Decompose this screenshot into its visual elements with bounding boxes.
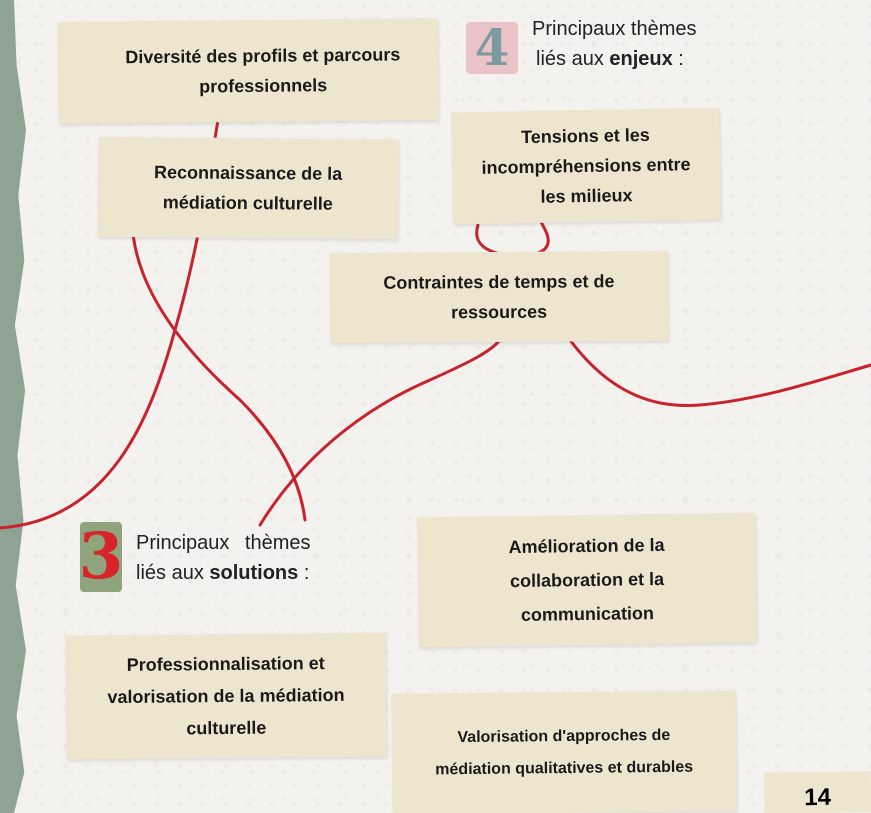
- enjeux-item-contraintes: Contraintes de temps et de ressources: [329, 250, 669, 344]
- enjeux-number: 4: [474, 18, 510, 77]
- enjeux-number-badge: 4: [466, 22, 518, 74]
- page-number-label: 14: [803, 783, 832, 812]
- enjeux-item-label: Diversité des profils et parcours profes…: [125, 44, 401, 97]
- solutions-heading-suffix: :: [298, 562, 310, 584]
- solutions-item-label: Valorisation d'approches de médiation qu…: [435, 726, 694, 778]
- enjeux-item-tensions: Tensions et les incompréhensions entre l…: [451, 107, 721, 225]
- connector-line: [258, 338, 502, 527]
- solutions-item-professionnalisation: Professionnalisation et valorisation de …: [65, 632, 387, 760]
- enjeux-heading-prefix: liés aux: [536, 48, 604, 70]
- solutions-item-label: Professionnalisation et valorisation de …: [107, 653, 345, 739]
- enjeux-heading: Principaux thèmes liés aux enjeux :: [532, 14, 697, 74]
- solutions-heading-prefix: liés aux: [136, 562, 204, 584]
- connector-line: [568, 338, 871, 408]
- solutions-heading-line2: liés aux solutions :: [136, 558, 311, 588]
- solutions-heading: Principaux thèmes liés aux solutions :: [136, 528, 311, 588]
- solutions-item-label: Amélioration de la collaboration et la c…: [508, 534, 665, 625]
- enjeux-heading-keyword: enjeux: [609, 48, 673, 70]
- page-number: 14: [763, 771, 871, 813]
- enjeux-item-label: Contraintes de temps et de ressources: [383, 271, 615, 323]
- solutions-number: 3: [78, 519, 124, 594]
- enjeux-heading-line1: Principaux thèmes: [532, 18, 697, 40]
- solutions-item-amelioration: Amélioration de la collaboration et la c…: [417, 512, 757, 648]
- solutions-heading-keyword: solutions: [209, 562, 299, 584]
- enjeux-item-reconnaissance: Reconnaissance de la médiation culturell…: [97, 136, 399, 240]
- enjeux-item-label: Tensions et les incompréhensions entre l…: [481, 124, 691, 207]
- enjeux-item-diversite: Diversité des profils et parcours profes…: [57, 18, 439, 124]
- solutions-heading-line1: Principaux thèmes: [136, 532, 311, 554]
- enjeux-heading-line2: liés aux enjeux :: [532, 44, 697, 74]
- solutions-number-badge: 3: [78, 519, 124, 594]
- enjeux-item-label: Reconnaissance de la médiation culturell…: [154, 162, 343, 214]
- connector-line: [475, 218, 550, 258]
- enjeux-heading-suffix: :: [672, 48, 684, 70]
- solutions-item-valorisation: Valorisation d'approches de médiation qu…: [391, 690, 737, 813]
